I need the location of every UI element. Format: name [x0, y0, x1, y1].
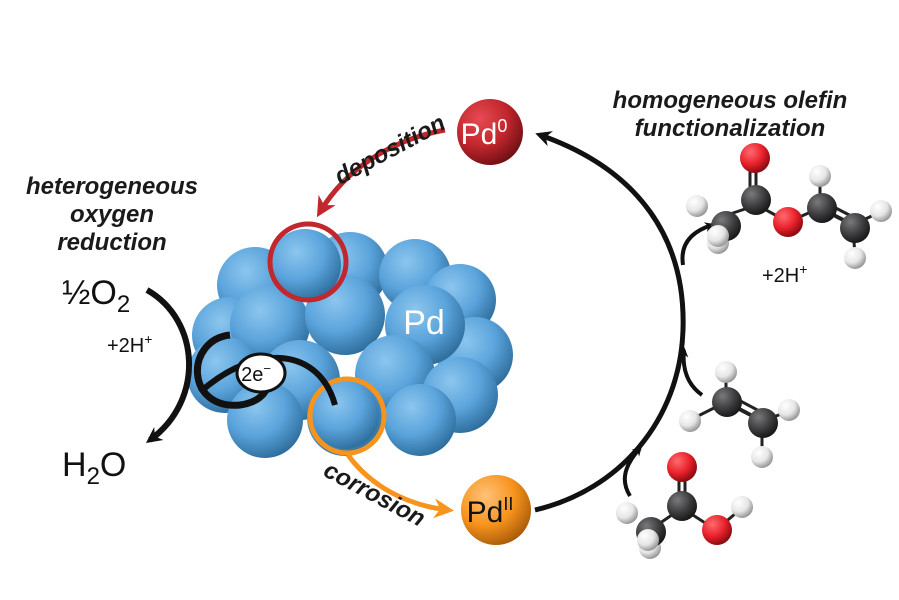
oxygen-atom [773, 207, 803, 237]
cluster-pd-label: Pd [403, 304, 445, 342]
carbon-atom [807, 193, 837, 223]
pd-atom [384, 384, 456, 456]
pd2-sphere: PdII [461, 475, 531, 545]
title-heterogeneous-oxygen-reduction: heterogeneous oxygen reduction [26, 173, 198, 256]
hydrogen-atom [679, 410, 701, 432]
carbon-atom [741, 185, 771, 215]
hydrogen-atom [686, 195, 708, 217]
hydrogen-atom [751, 446, 773, 468]
corrosion-arrow [345, 453, 454, 519]
olefin-protons: +2H+ [762, 261, 807, 287]
title-left-line-2: oxygen [70, 201, 154, 228]
title-right-line-2: functionalization [635, 115, 826, 142]
deposition-label: deposition [330, 109, 450, 190]
pd-atom-deposited [269, 229, 341, 301]
corrosion-step: corrosion [319, 453, 454, 532]
deposition-arrow [316, 127, 446, 218]
catalytic-cycle [534, 131, 715, 513]
ethylene-entry-arrow [678, 347, 704, 397]
oxygen-reduction: ½O2 +2H+ H2O [62, 274, 193, 490]
pd0-ball [457, 99, 523, 165]
reactant-half-o2: ½O2 [62, 274, 130, 318]
pd0-label: Pd0 [461, 116, 508, 151]
hydrogen-atom [707, 225, 729, 247]
hydrogen-atom [715, 361, 737, 383]
carbon-atom [840, 213, 870, 243]
hydrogen-atom [870, 200, 892, 222]
carbon-atom [712, 387, 742, 417]
hydrogen-atom [844, 247, 866, 269]
hydrogen-atom [809, 165, 831, 187]
title-right-line-1: homogeneous olefin [613, 87, 848, 114]
hydrogen-atom [731, 496, 753, 518]
corrosion-ring [307, 376, 387, 456]
corrosion-label: corrosion [319, 456, 429, 532]
oxygen-atom [702, 515, 732, 545]
acetic-acid-molecule [616, 452, 753, 559]
pd2-label: PdII [467, 494, 514, 529]
deposition-ring [267, 221, 349, 303]
deposition-step: deposition [316, 109, 450, 218]
hydrogen-atom [778, 399, 800, 421]
carbon-atom [667, 491, 697, 521]
title-left-line-3: reduction [57, 229, 166, 256]
carbon-atom [748, 408, 778, 438]
electron-path [198, 354, 338, 406]
pd-nanoparticle-cluster: Pd [187, 221, 513, 458]
electron-transfer: 2e− [194, 331, 338, 409]
pd0-sphere: Pd0 [457, 99, 523, 165]
hydrogen-atom [637, 529, 659, 551]
electron-label: 2e− [241, 361, 271, 386]
pd2-ball [461, 475, 531, 545]
oxygen-atom [740, 143, 770, 173]
ethylene-molecule [679, 361, 800, 468]
pd-atom-corroding [311, 381, 379, 449]
reduction-arrow [145, 287, 193, 443]
reduction-protons: +2H+ [107, 331, 152, 357]
vinyl-acetate-molecule [686, 143, 892, 269]
oxygen-atom [667, 452, 697, 482]
cycle-arc [534, 131, 686, 513]
title-homogeneous-olefin-functionalization: homogeneous olefin functionalization [613, 87, 848, 142]
title-left-line-1: heterogeneous [26, 173, 198, 200]
electron-badge [235, 352, 287, 394]
hydrogen-atom [616, 502, 638, 524]
acetic-acid-entry-arrow [622, 445, 642, 498]
vinyl-acetate-exit-arrow [680, 222, 715, 266]
product-water: H2O [62, 446, 126, 490]
